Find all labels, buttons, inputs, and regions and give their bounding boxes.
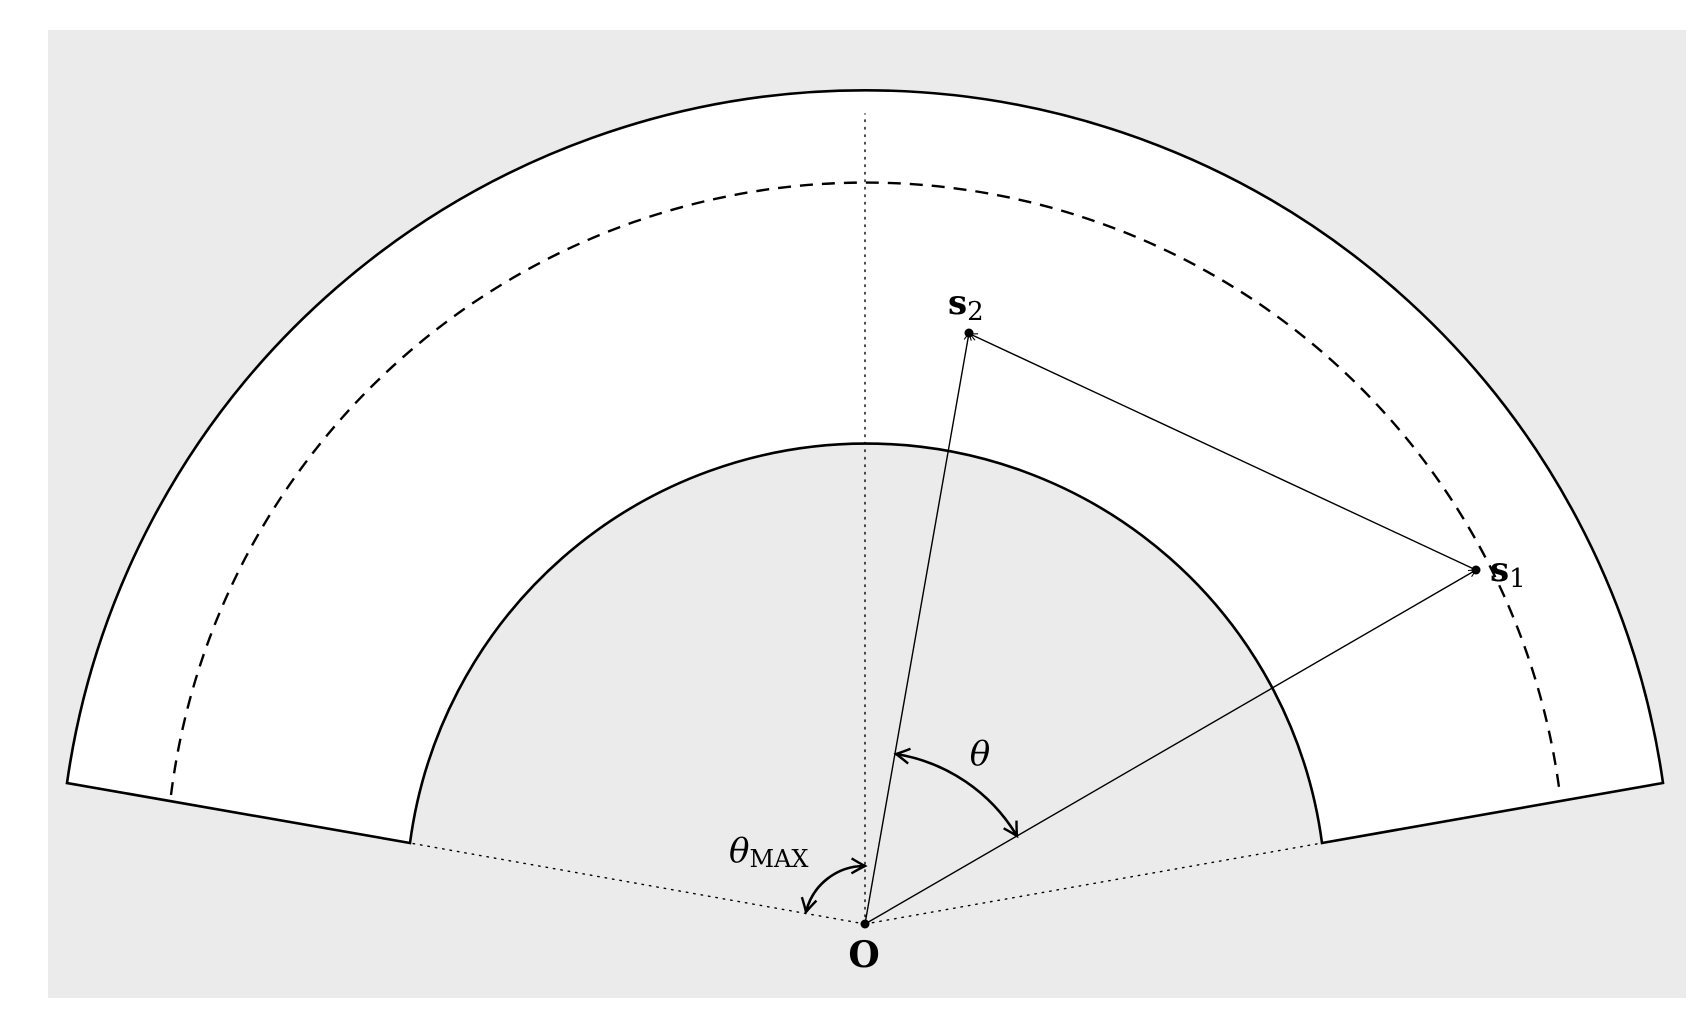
vector-o-to-s2 (864, 333, 969, 925)
point-s2-label: s2 (948, 283, 984, 327)
origin-point (860, 919, 870, 929)
dotted-right-boundary (864, 842, 1323, 925)
point-s1 (1471, 565, 1481, 575)
point-s1-label: s1 (1490, 550, 1526, 594)
dotted-left-boundary (409, 842, 866, 925)
dashed-middle-arc (169, 181, 1562, 796)
theta-angle-arc (893, 747, 1019, 839)
vector-s1-to-s2 (970, 334, 1477, 571)
theta-max-label: θMAX (729, 831, 808, 873)
annular-sector (65, 88, 1665, 845)
vector-o-to-s1 (864, 569, 1476, 925)
origin-label: O (848, 934, 879, 976)
point-s2 (964, 328, 974, 338)
theta-max-angle-arc (800, 857, 868, 915)
theta-label: θ (970, 734, 990, 774)
